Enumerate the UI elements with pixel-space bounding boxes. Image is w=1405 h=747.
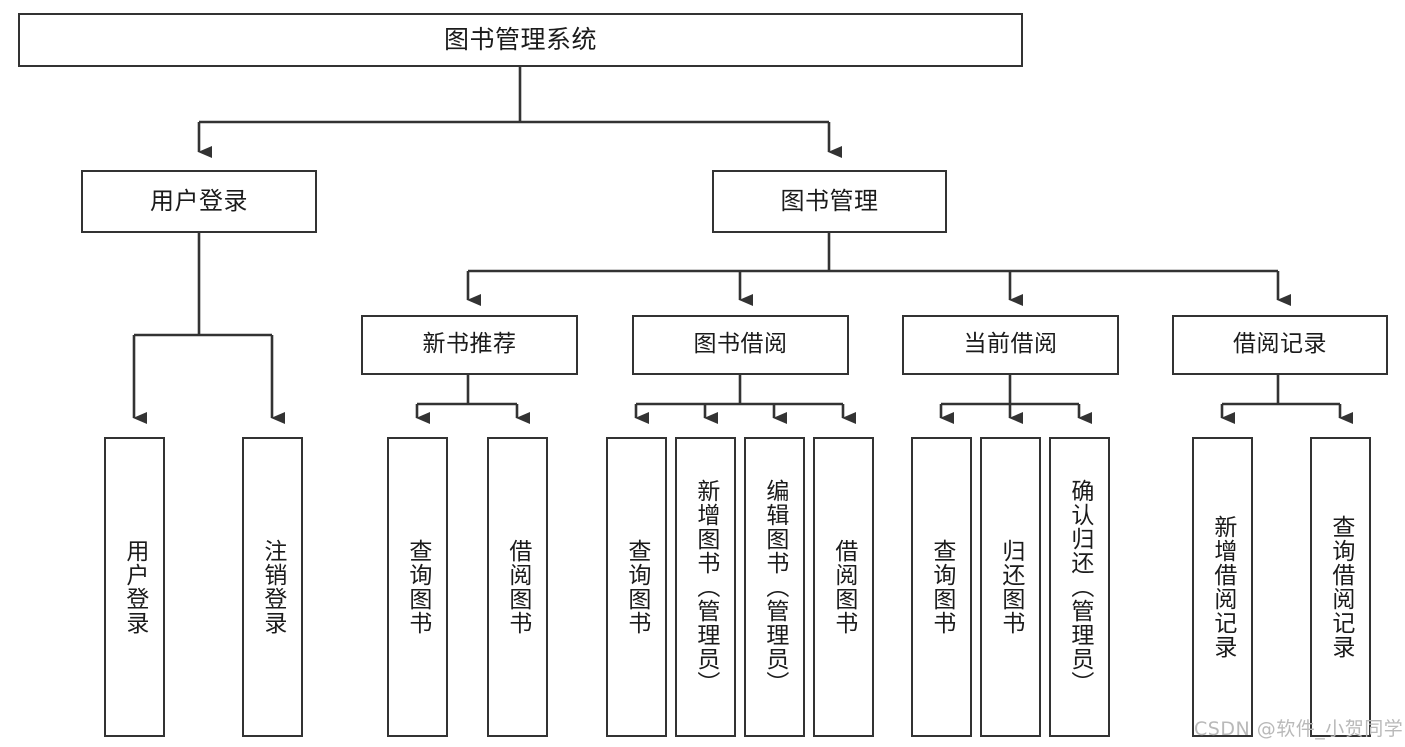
node-borrow-record[interactable]: 借阅记录	[1172, 315, 1388, 375]
node-user-login[interactable]: 用户登录	[81, 170, 317, 233]
leaf-current-borrow-query[interactable]: 查询图书	[911, 437, 972, 737]
leaf-current-borrow-confirm-return[interactable]: 确认归还（管理员）	[1049, 437, 1110, 737]
node-label: 查询图书	[928, 539, 955, 635]
node-label: 借阅记录	[1233, 331, 1327, 358]
node-book-borrow[interactable]: 图书借阅	[632, 315, 849, 375]
node-label: 借阅图书	[504, 539, 531, 635]
node-label: 当前借阅	[963, 331, 1058, 358]
node-label: 归还图书	[997, 539, 1024, 635]
leaf-book-borrow-edit[interactable]: 编辑图书（管理员）	[744, 437, 805, 737]
node-current-borrow[interactable]: 当前借阅	[902, 315, 1119, 375]
node-label: 查询借阅记录	[1327, 515, 1354, 659]
node-label: 用户登录	[121, 539, 148, 635]
leaf-borrow-record-query[interactable]: 查询借阅记录	[1310, 437, 1371, 737]
leaf-borrow-record-add[interactable]: 新增借阅记录	[1192, 437, 1253, 737]
node-label: 确认归还（管理员）	[1066, 479, 1093, 695]
node-label: 借阅图书	[830, 539, 857, 635]
leaf-book-borrow-query[interactable]: 查询图书	[606, 437, 667, 737]
node-label: 图书借阅	[693, 331, 788, 358]
node-label: 查询图书	[404, 539, 431, 635]
node-new-book-recommend[interactable]: 新书推荐	[361, 315, 578, 375]
node-label: 编辑图书（管理员）	[761, 479, 788, 695]
node-root-system[interactable]: 图书管理系统	[18, 13, 1023, 67]
node-label: 图书管理系统	[443, 25, 597, 55]
leaf-book-borrow-add[interactable]: 新增图书（管理员）	[675, 437, 736, 737]
csdn-watermark: CSDN @软件_小贺同学	[1194, 718, 1404, 740]
node-label: 新书推荐	[422, 331, 517, 358]
leaf-user-login-login[interactable]: 用户登录	[104, 437, 165, 737]
node-label: 用户登录	[150, 187, 248, 216]
leaf-current-borrow-return[interactable]: 归还图书	[980, 437, 1041, 737]
node-book-management[interactable]: 图书管理	[712, 170, 947, 233]
node-label: 查询图书	[623, 539, 650, 635]
node-label: 图书管理	[780, 187, 879, 216]
leaf-user-login-logout[interactable]: 注销登录	[242, 437, 303, 737]
leaf-new-book-borrow[interactable]: 借阅图书	[487, 437, 548, 737]
leaf-new-book-query[interactable]: 查询图书	[387, 437, 448, 737]
node-label: 新增图书（管理员）	[692, 479, 719, 695]
node-label: 注销登录	[259, 539, 286, 635]
leaf-book-borrow-borrow[interactable]: 借阅图书	[813, 437, 874, 737]
node-label: 新增借阅记录	[1209, 515, 1236, 659]
